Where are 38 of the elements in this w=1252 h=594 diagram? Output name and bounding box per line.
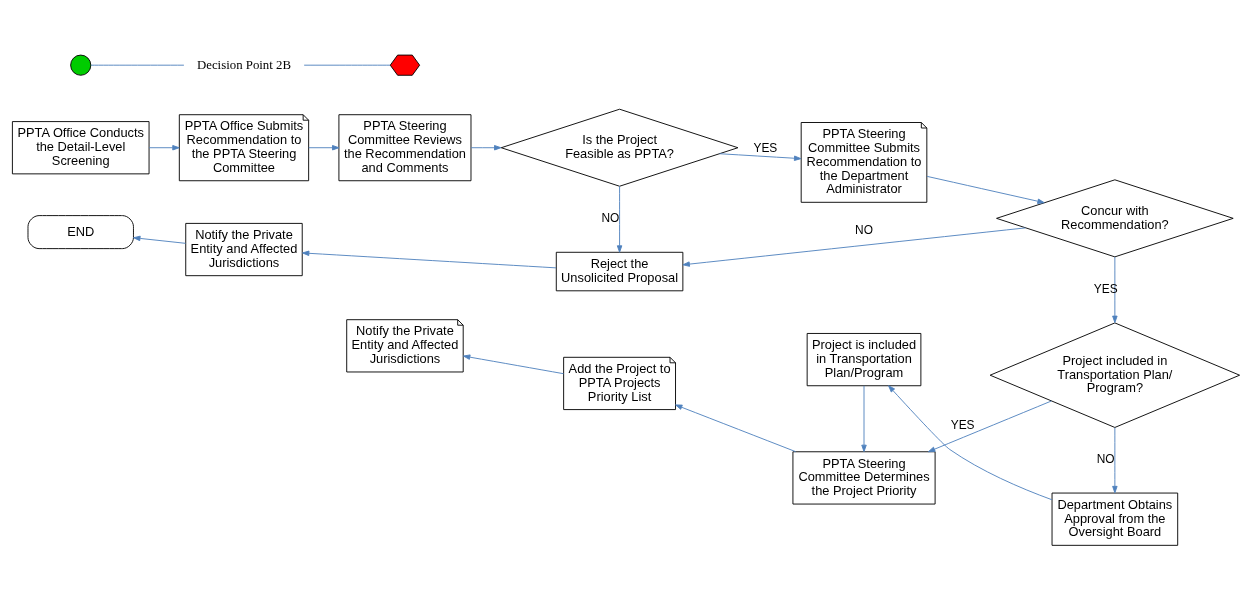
arrow — [927, 400, 1052, 453]
arrow — [719, 153, 802, 161]
connector — [303, 64, 391, 66]
edge-label: NO — [1096, 452, 1115, 467]
edge-label: NO — [855, 223, 873, 238]
arrow — [463, 354, 565, 375]
arrow — [926, 175, 1045, 204]
arrow — [470, 145, 502, 151]
node-diamond: Concur with Recommendation? — [996, 179, 1234, 258]
node-diamond: Is the Project Feasible as PPTA? — [500, 108, 739, 187]
node-box: END — [27, 215, 134, 250]
node-hexagon — [389, 54, 421, 76]
arrow — [148, 145, 180, 151]
node-diamond: Project included in Transportation Plan/ Program? — [989, 322, 1241, 428]
node-box: Department Obtains Approval from the Oversight Board — [1051, 492, 1179, 546]
arrow — [616, 185, 623, 253]
arrow — [308, 145, 340, 151]
node-text: Decision Point 2B — [196, 57, 292, 72]
node-box: PPTA Office Conducts the Detail-Level Screening — [11, 121, 150, 175]
connector — [90, 64, 185, 66]
node-box: Project is included in Transportation Plan/Program — [806, 333, 922, 387]
node-box: Notify the Private Entity and Affected Jurisdictions — [185, 222, 303, 277]
edge-label: NO — [601, 211, 620, 226]
arrow — [888, 385, 1053, 501]
node-box: PPTA Steering Committee Determines the Project Priority — [792, 451, 936, 505]
arrow — [1112, 256, 1118, 323]
arrow — [682, 227, 1026, 267]
edge-label: YES — [950, 417, 975, 432]
node-box: Reject the Unsolicited Proposal — [555, 251, 684, 292]
node-circle — [70, 54, 92, 76]
edge-label: YES — [1093, 282, 1118, 297]
node-box: PPTA Steering Committee Reviews the Recommendation and Comments — [338, 114, 472, 182]
arrow — [675, 404, 797, 453]
arrow — [133, 235, 187, 244]
arrow — [861, 385, 867, 453]
arrow — [302, 250, 557, 269]
arrow — [1112, 427, 1118, 494]
edge-label: YES — [753, 140, 778, 155]
